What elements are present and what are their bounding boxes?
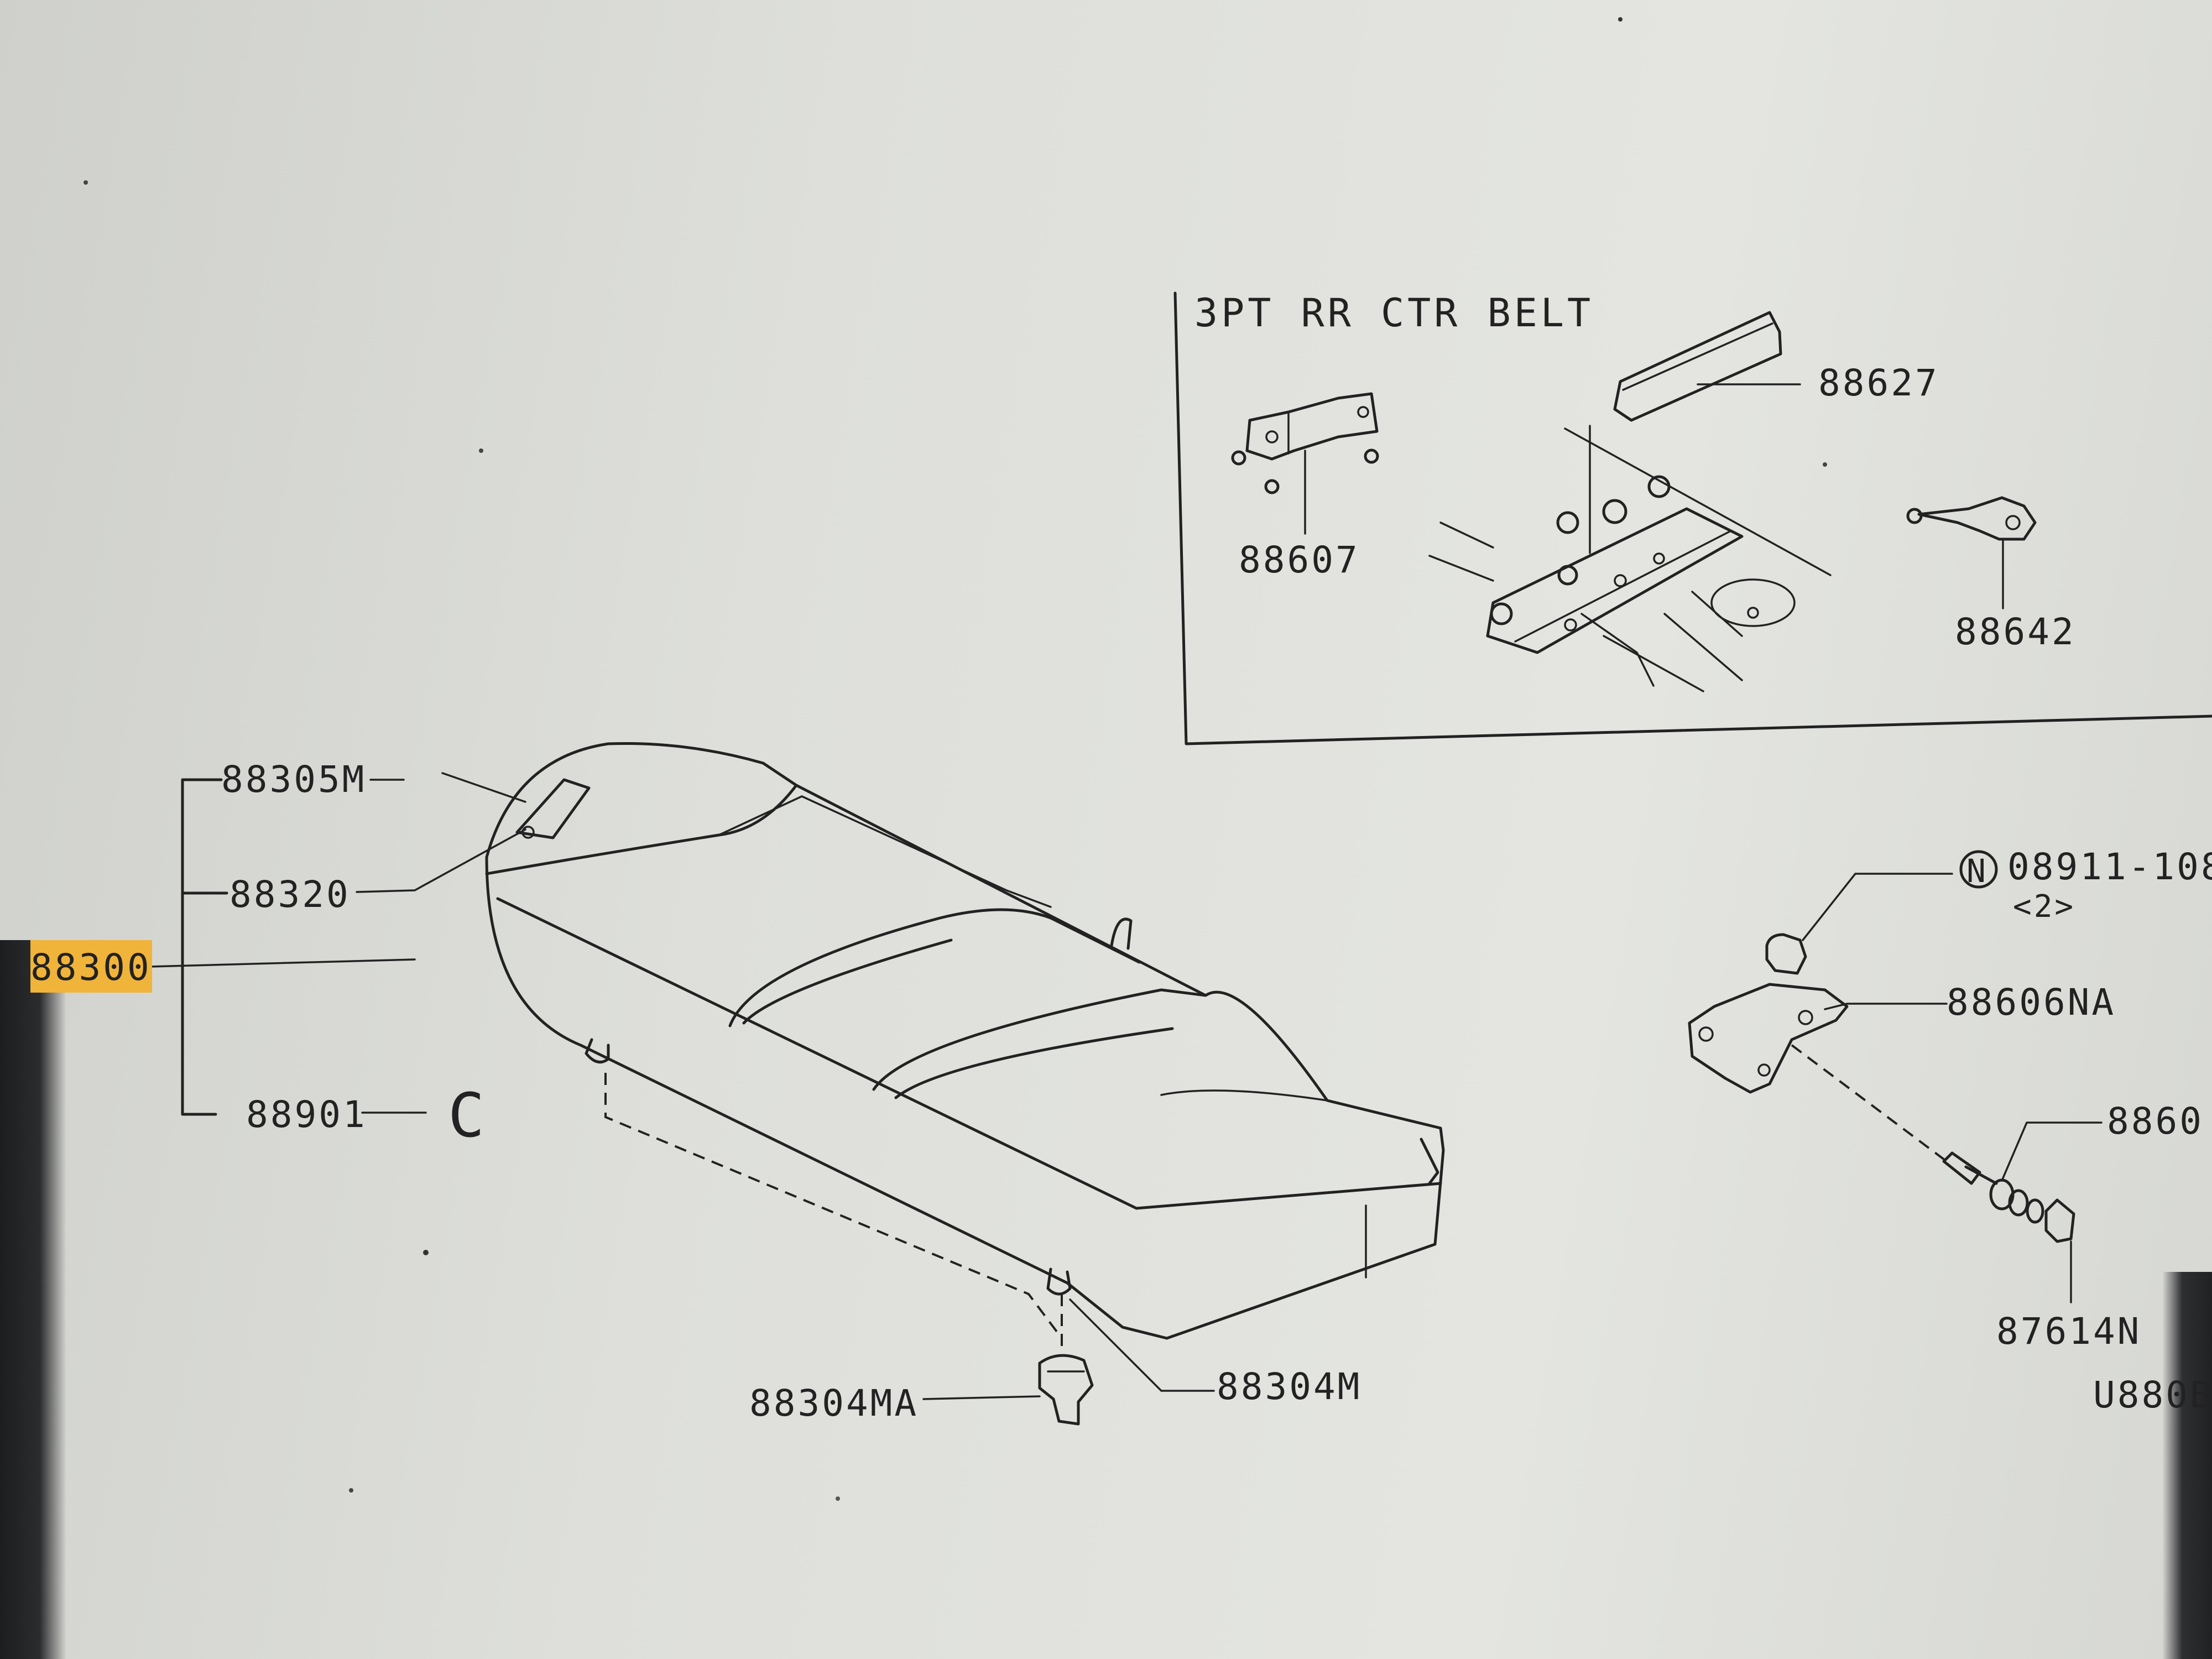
- part-grouping-bracket: [148, 772, 526, 1116]
- clip-88642-drawing: [1906, 496, 2037, 609]
- screen-specks: [84, 17, 1827, 1501]
- belt-buckle-cover-drawing: [1589, 311, 1801, 554]
- part-label-88627[interactable]: 88627: [1818, 362, 1939, 404]
- part-label-88642[interactable]: 88642: [1955, 611, 2076, 653]
- bracket-88607-drawing: [1231, 392, 1379, 535]
- part-label-87614N[interactable]: 87614N: [1996, 1310, 2141, 1353]
- part-label-88606NA[interactable]: 88606NA: [1947, 981, 2116, 1024]
- anchor-hardware-drawing: [1688, 873, 2103, 1303]
- leader-88304MA: [922, 1395, 1041, 1400]
- part-label-88320[interactable]: 88320: [229, 873, 351, 916]
- part-label-88300[interactable]: 88300: [30, 946, 152, 989]
- n-badge-circle: [1959, 850, 1998, 889]
- rear-seat-cushion-drawing: [485, 742, 1445, 1426]
- monitor-bezel-right: [2162, 1272, 2212, 1659]
- part-label-88304MA[interactable]: 88304MA: [749, 1382, 919, 1425]
- n-badge-letter: N: [1966, 852, 1988, 890]
- part-qty-08911: <2>: [2013, 889, 2075, 925]
- figure-code: U880B: [2093, 1374, 2212, 1416]
- inset-3pt-rr-ctr-belt: 3PT RR CTR BELT 88627 88607: [1173, 290, 2212, 745]
- part-label-88607[interactable]: 88607: [1239, 539, 1360, 581]
- part-label-08911-108[interactable]: 08911-108: [2007, 846, 2212, 888]
- monitor-bezel-left: [0, 940, 66, 1659]
- part-label-8860x[interactable]: 8860: [2107, 1100, 2204, 1142]
- part-label-88901-suffix: C: [448, 1080, 487, 1151]
- inset-frame: [1173, 291, 2212, 745]
- inset-title: 3PT RR CTR BELT: [1194, 290, 1594, 336]
- part-label-88901[interactable]: 88901: [246, 1093, 367, 1136]
- part-label-88305M[interactable]: 88305M: [221, 758, 366, 801]
- highlight-88300: [30, 940, 152, 993]
- part-label-88304M[interactable]: 88304M: [1217, 1365, 1361, 1408]
- anchor-assembly-drawing: [1428, 427, 1832, 692]
